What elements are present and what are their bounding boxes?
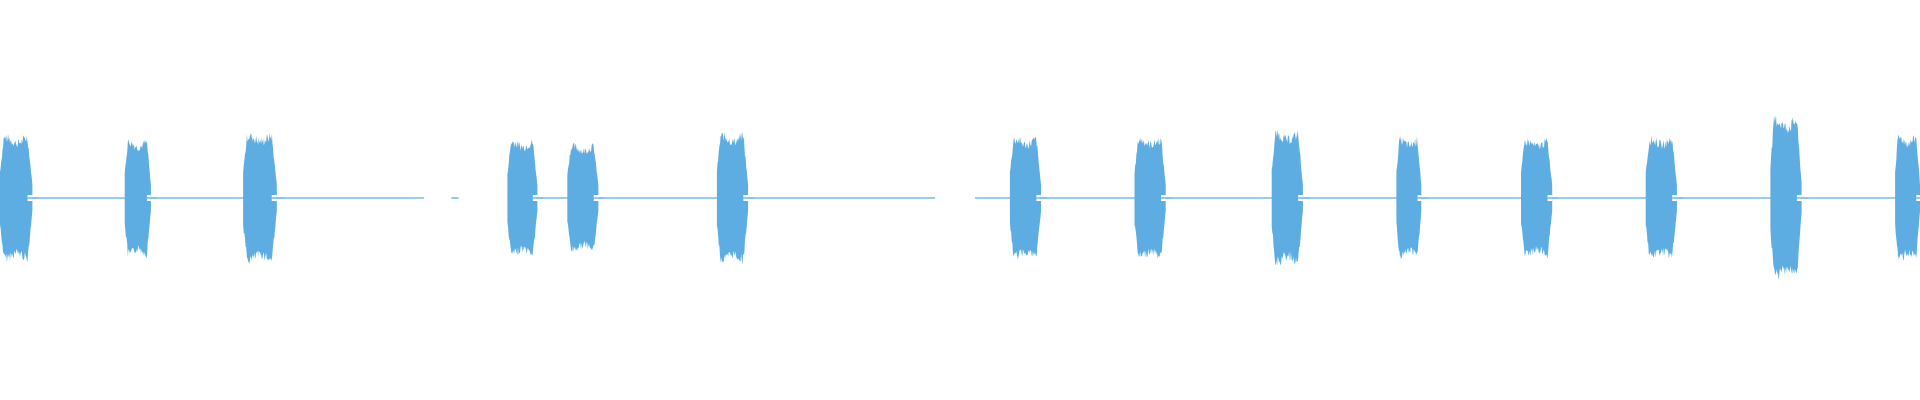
waveform-burst-shape xyxy=(1396,136,1422,260)
waveform-burst xyxy=(1271,129,1309,266)
waveform-burst-shape xyxy=(507,139,538,256)
waveform-burst xyxy=(1134,137,1172,259)
waveform-burst-shape xyxy=(1009,136,1041,261)
waveform-burst xyxy=(1009,136,1048,261)
waveform-burst-shape xyxy=(1895,134,1920,261)
waveform-burst xyxy=(243,132,283,264)
waveform-burst xyxy=(1895,134,1920,261)
waveform-burst xyxy=(1521,137,1559,259)
waveform-burst xyxy=(0,133,39,263)
waveform-burst-shape xyxy=(124,139,151,258)
waveform-bursts xyxy=(0,115,1920,280)
waveform-burst-shape xyxy=(0,133,33,263)
waveform-burst-shape xyxy=(243,132,277,264)
waveform-burst-shape xyxy=(1521,137,1553,259)
waveform-burst xyxy=(1396,136,1428,260)
waveform-burst xyxy=(507,139,544,256)
waveform-burst-shape xyxy=(567,142,599,252)
waveform-burst xyxy=(124,139,157,258)
waveform-burst-shape xyxy=(1134,137,1166,259)
waveform-burst-shape xyxy=(1770,115,1802,280)
waveform-burst xyxy=(567,142,605,252)
waveform-burst-shape xyxy=(716,131,749,265)
waveform-burst xyxy=(716,131,755,265)
waveform-burst xyxy=(1645,135,1683,259)
waveform-burst-shape xyxy=(1645,135,1677,259)
waveform-burst xyxy=(1770,115,1808,280)
waveform-burst-shape xyxy=(1271,129,1303,266)
